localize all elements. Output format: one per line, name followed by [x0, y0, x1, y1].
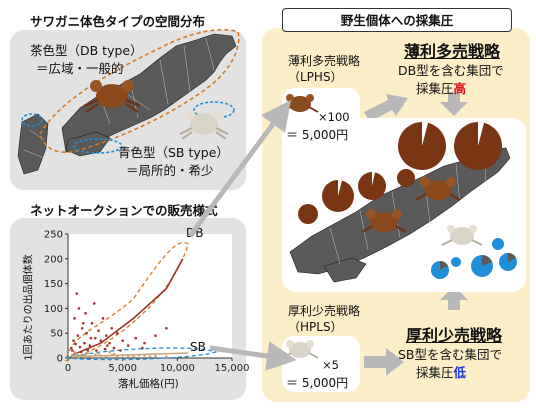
pressure-title-box: 野生個体への採集圧 — [282, 8, 512, 32]
lphs-abbr: （LPHS） — [288, 70, 343, 84]
thick-strategy-title: 厚利少売戦略 — [406, 326, 503, 345]
brown-type-label: 茶色型（DB type） — [30, 43, 143, 58]
thin-strategy-line2: DB型を含む集団で — [398, 63, 504, 78]
thick-pressure-label: 採集圧 — [416, 365, 454, 380]
lphs-price: ＝ 5,000円 — [286, 128, 349, 142]
auction-title: ネットオークションでの販売様式 — [30, 203, 218, 218]
thick-strategy-line2: SB型を含む集団で — [398, 347, 503, 362]
distribution-title: サワガニ体色タイプの空間分布 — [30, 14, 206, 29]
blue-type-label: 青色型（SB type） — [118, 145, 229, 160]
auction-panel — [10, 218, 246, 400]
lphs-multiplier: ×100 — [318, 110, 350, 124]
thin-strategy-title: 薄利多売戦略 — [404, 42, 501, 61]
pressure-title: 野生個体への採集圧 — [340, 13, 454, 28]
lphs-title: 薄利多売戦略 — [288, 54, 361, 68]
db-series-label: DB — [186, 226, 204, 240]
thin-strategy-line3: 採集圧高 — [416, 78, 466, 97]
brown-type-desc: ＝広域・一般的 — [36, 61, 124, 76]
thick-pressure-low: 低 — [453, 365, 467, 380]
sb-series-label: SB — [190, 340, 206, 354]
hpls-price: ＝ 5,000円 — [286, 376, 349, 390]
thin-pressure-label: 採集圧 — [416, 81, 454, 96]
thin-pressure-high: 高 — [453, 81, 467, 96]
hpls-multiplier: ×5 — [322, 358, 339, 372]
thick-strategy-line3: 採集圧低 — [416, 362, 466, 381]
blue-type-desc: ＝局所的・希少 — [126, 163, 214, 178]
hpls-title: 厚利少売戦略 — [288, 304, 361, 318]
hpls-abbr: （HPLS） — [288, 320, 343, 334]
chart-ylabel: 1回あたりの出品個体数 — [23, 254, 35, 361]
chart-xlabel: 落札価格(円) — [118, 378, 179, 390]
